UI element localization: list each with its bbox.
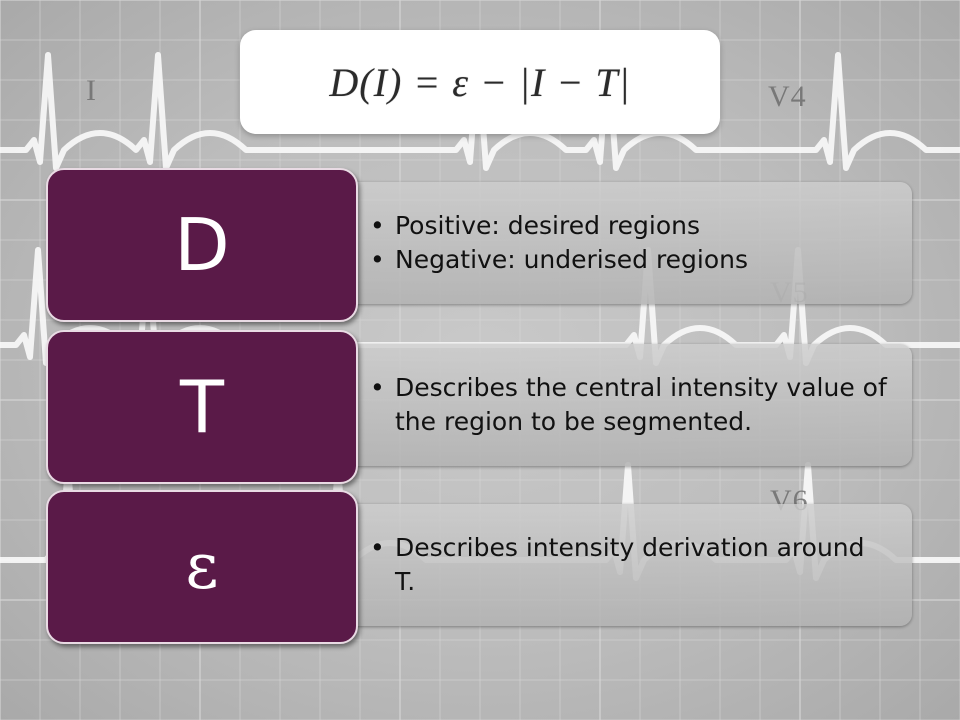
term-box: ε: [46, 490, 358, 644]
definition-panel: Positive: desired regions Negative: unde…: [300, 182, 912, 304]
definition-panel: Describes the central intensity value of…: [300, 344, 912, 466]
bullet-item: Negative: underised regions: [370, 243, 892, 277]
background-lead-label: V4: [768, 80, 807, 113]
background-lead-label: I: [86, 74, 97, 107]
term-box: D: [46, 168, 358, 322]
definition-row-epsilon: Describes intensity derivation around T.…: [0, 490, 960, 650]
ecg-trace: [0, 52, 960, 171]
term-box: T: [46, 330, 358, 484]
bullet-item: Describes intensity derivation around T.: [370, 531, 892, 599]
definition-panel: Describes intensity derivation around T.: [300, 504, 912, 626]
term-letter: ε: [185, 530, 219, 604]
definition-row-d: Positive: desired regions Negative: unde…: [0, 168, 960, 328]
term-letter: T: [180, 365, 224, 449]
bullet-item: Positive: desired regions: [370, 209, 892, 243]
bullet-item: Describes the central intensity value of…: [370, 371, 892, 439]
formula-box: D(I) = ε − |I − T|: [240, 30, 720, 134]
definition-row-t: Describes the central intensity value of…: [0, 330, 960, 490]
term-letter: D: [174, 203, 230, 287]
formula: D(I) = ε − |I − T|: [329, 59, 631, 105]
